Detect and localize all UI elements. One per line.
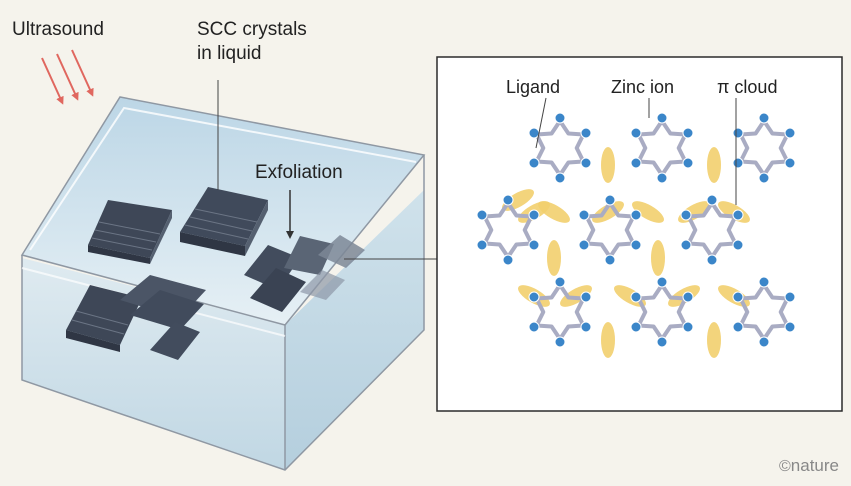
lattice-panel [436,56,843,412]
zinc-ion [554,336,566,348]
zinc-ion [604,194,616,206]
zinc-ion [784,127,796,139]
zinc-ion [732,209,744,221]
ligand-label: Ligand [506,77,561,97]
zinc-ion [656,172,668,184]
zinc-ion [682,321,694,333]
pi-cloud-label: π cloud [717,77,778,97]
zinc-ion [630,209,642,221]
zinc-ion [528,239,540,251]
zinc-ion [528,321,540,333]
pi-cloud [707,147,721,183]
zinc-ion [580,291,592,303]
scc-crystal-stack-3 [66,275,206,360]
scc-crystals-label-line2: in liquid [197,43,262,64]
pi-cloud [547,240,561,276]
zinc-ion [758,336,770,348]
zinc-ion [554,172,566,184]
zinc-ion [682,157,694,169]
zinc-ion [630,291,642,303]
exfoliation-label: Exfoliation [255,162,343,183]
zinc-ion [578,209,590,221]
zinc-ion [706,194,718,206]
zinc-ion [578,239,590,251]
pi-cloud [601,322,615,358]
zinc-ion [656,276,668,288]
zinc-ion [528,157,540,169]
zinc-ion [732,321,744,333]
zinc-ion [580,127,592,139]
exfoliating-crystal [244,235,365,312]
pi-cloud [601,147,615,183]
zinc-ion [656,336,668,348]
zinc-ion [732,239,744,251]
ultrasound-arrows [41,49,94,105]
nature-credit: ©nature [779,456,839,476]
scc-crystal-stack-1 [88,200,172,264]
zinc-ion [784,157,796,169]
zinc-ion [528,127,540,139]
zinc-ion [682,127,694,139]
zinc-ion [502,194,514,206]
zinc-ion [604,254,616,266]
zinc-ion [656,112,668,124]
zinc-ion [630,239,642,251]
zinc-ion [476,239,488,251]
copyright-symbol: © [779,458,791,475]
pi-cloud [560,285,592,307]
zinc-ion-label: Zinc ion [611,77,675,97]
zinc-ion [680,239,692,251]
zinc-ion [784,291,796,303]
zinc-ion [476,209,488,221]
zinc-ion [554,276,566,288]
liquid-container [20,96,426,471]
ultrasound-label: Ultrasound [12,19,104,40]
zinc-ion [580,321,592,333]
zinc-ion [758,276,770,288]
zinc-ion [630,127,642,139]
zinc-ion [554,112,566,124]
zinc-ion [630,157,642,169]
zinc-ion [528,209,540,221]
lattice-structure [476,112,796,358]
zinc-ion [732,157,744,169]
zinc-ion [784,321,796,333]
zinc-ion [630,321,642,333]
zinc-ion [732,291,744,303]
scc-crystals-label-line1: SCC crystals [197,19,307,40]
ligand-leader [535,97,547,149]
zinc-ion [682,291,694,303]
zinc-ion [758,112,770,124]
zinc-ion [706,254,718,266]
credit-name: nature [790,456,839,475]
zinc-ion [502,254,514,266]
pi-cloud [707,322,721,358]
pi-cloud [632,201,664,223]
zinc-ion [528,291,540,303]
zinc-ion [580,157,592,169]
zinc-ion [732,127,744,139]
pi-cloud [651,240,665,276]
zinc-ion [680,209,692,221]
zinc-ion [758,172,770,184]
scc-crystal-stack-2 [180,187,268,256]
